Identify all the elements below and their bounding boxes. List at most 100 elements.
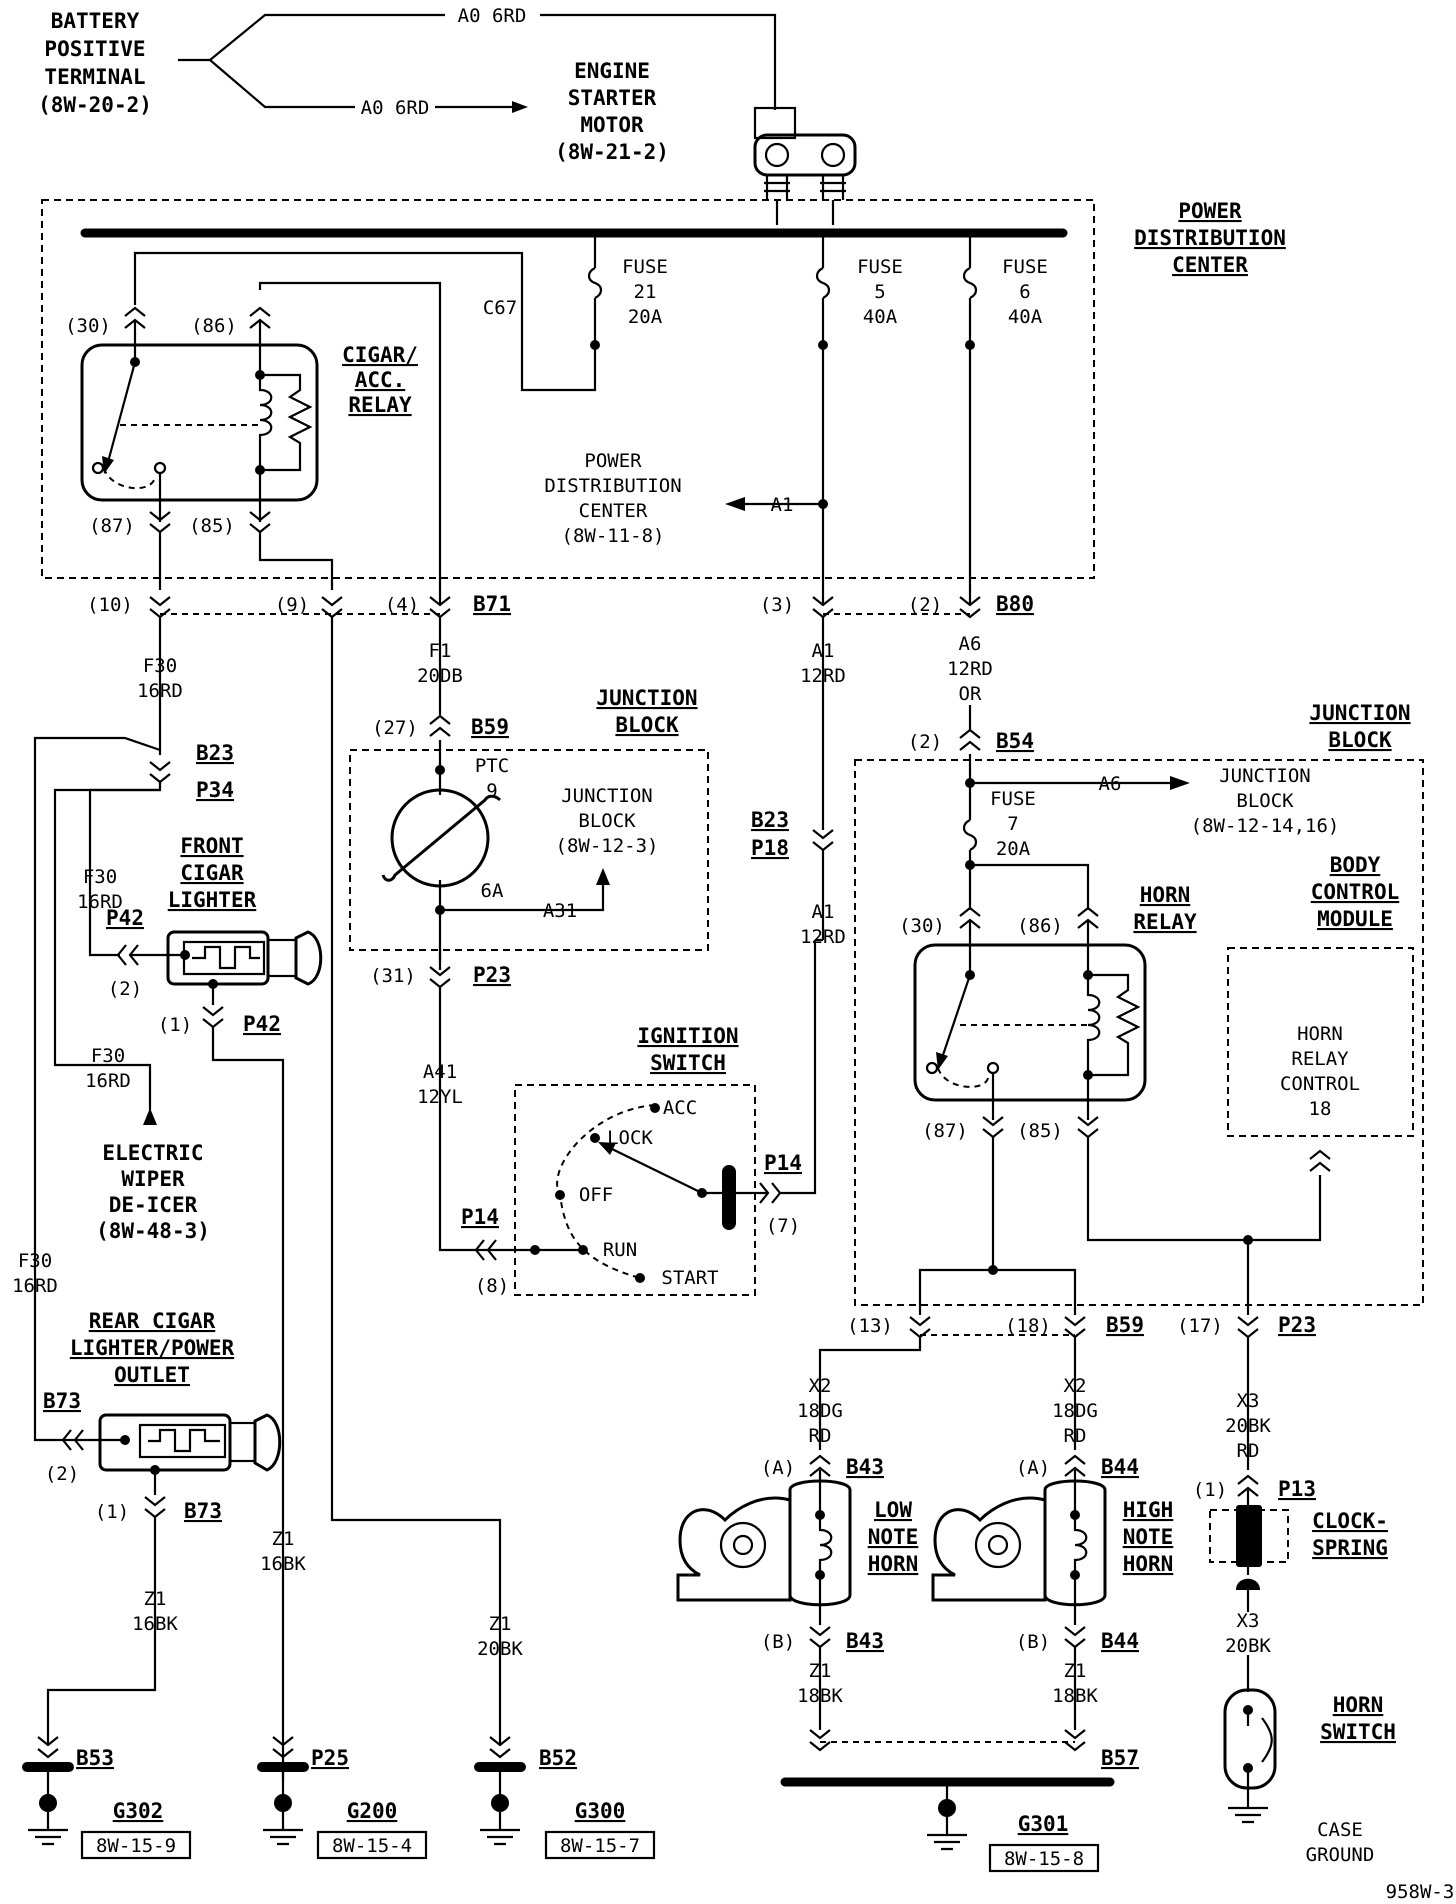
z1-g300-label-2: 20BK (477, 1638, 523, 1660)
pin-2-front: (2) (108, 978, 142, 1000)
horn-pin-30: (30) (899, 915, 945, 937)
horn-relay-label-2: RELAY (1133, 910, 1197, 934)
pin-2-b54: (2) (908, 731, 942, 753)
front-cigar-lighter: FRONT CIGAR LIGHTER P42 (2) (1) P42 (106, 834, 323, 1780)
g301-ref: 8W-15-8 (1004, 1848, 1084, 1870)
arrow-to-starter (512, 101, 528, 113)
a6-jb-label: A6 (1099, 773, 1122, 795)
bcm-inner-4: 18 (1309, 1098, 1332, 1120)
a31-label: A31 (543, 900, 577, 922)
conn-b23-b: B23 (751, 808, 789, 832)
cigar-relay-box (80, 343, 319, 502)
battery-label-4: (8W-20-2) (38, 93, 152, 117)
conn-b80: B80 (996, 592, 1034, 616)
a41-label-1: A41 (423, 1061, 457, 1083)
fuse5-label-2: 5 (874, 281, 885, 303)
fuse7-symbol (962, 818, 978, 852)
x2-low-label-1: X2 (809, 1375, 832, 1397)
horn-feed-wires (818, 1337, 1250, 1470)
f1-label-2: 20DB (417, 665, 463, 687)
pin-31: (31) (370, 965, 416, 987)
ign-start: START (661, 1267, 718, 1289)
z1-rear-label-1: Z1 (144, 1588, 167, 1610)
battery-positive-terminal: BATTERY POSITIVE TERMINAL (8W-20-2) (38, 9, 152, 117)
conn-b71: B71 (473, 592, 511, 616)
z1-g300-label-1: Z1 (489, 1613, 512, 1635)
clockspring-label-1: CLOCK- (1312, 1509, 1388, 1533)
fuse7-label-3: 20A (996, 838, 1031, 860)
pin-2-rear: (2) (45, 1463, 79, 1485)
f30-wiper-label-1: F30 (91, 1045, 125, 1067)
x3b-label-2: 20BK (1225, 1635, 1271, 1657)
f30-rear-label-1: F30 (18, 1250, 52, 1272)
bcm-label-2: CONTROL (1311, 880, 1400, 904)
wiper-label-3: DE-ICER (109, 1193, 198, 1217)
pin-87: (87) (89, 515, 135, 537)
conn-b59-top (428, 714, 452, 738)
x3b-label-1: X3 (1237, 1610, 1260, 1632)
ignition-label-1: IGNITION (637, 1024, 738, 1048)
fuse7-label-2: 7 (1007, 813, 1018, 835)
pin-8: (8) (475, 1275, 509, 1297)
low-horn-label-3: HORN (868, 1552, 919, 1576)
pin-1-p13: (1) (1193, 1479, 1227, 1501)
f30-front-label-2: 16RD (77, 891, 123, 913)
wire-f30-wiper (53, 782, 162, 1110)
low-horn-pin-b: (B) (761, 1631, 795, 1653)
pdc-ref-2: DISTRIBUTION (544, 475, 681, 497)
bcm-boundary (1227, 947, 1414, 1137)
high-horn-label-2: NOTE (1123, 1525, 1174, 1549)
high-horn-label-1: HIGH (1123, 1498, 1174, 1522)
cigar-acc-relay: (30) (86) (87) (85) CIGAR/ ACC. RELAY (65, 281, 442, 605)
jb1-title-2: BLOCK (615, 713, 679, 737)
low-horn-label-2: NOTE (868, 1525, 919, 1549)
fuse6-label-3: 40A (1008, 306, 1043, 328)
junction-block-ref-2: JUNCTION BLOCK (8W-12-14,16) (1191, 765, 1340, 837)
conn-b53: B53 (76, 1746, 114, 1770)
pin-4: (4) (385, 594, 419, 616)
pdc-title-1: POWER (1178, 199, 1242, 223)
conn-b54: B54 (996, 729, 1034, 753)
wiper-label-2: WIPER (121, 1167, 185, 1191)
conn-b44-a: B44 (1101, 1455, 1139, 1479)
ground-g200: P25 G200 8W-15-4 (257, 1735, 428, 1860)
pin-7: (7) (766, 1215, 800, 1237)
rear-lighter-label-1: REAR CIGAR (89, 1309, 216, 1333)
ptc-label: PTC (475, 755, 509, 777)
pin-30: (30) (65, 315, 111, 337)
fuse6-label-1: FUSE (1002, 256, 1048, 278)
connector-b71-b80-row: (10) (9) (4) B71 (3) (2) B80 (87, 592, 1034, 619)
starter-label-4: (8W-21-2) (555, 140, 669, 164)
pin-18: (18) (1005, 1315, 1051, 1337)
f30-rear-label-2: 16RD (12, 1275, 58, 1297)
a1-label-2: 12RD (800, 665, 846, 687)
conn-b73-a: B73 (43, 1389, 81, 1413)
fuse5-label-1: FUSE (857, 256, 903, 278)
g301-label: G301 (1018, 1812, 1069, 1836)
conn-p13: P13 (1278, 1477, 1316, 1501)
conn-b23: B23 (196, 741, 234, 765)
conn-b57: B57 (1101, 1746, 1139, 1770)
high-horn-pin-b: (B) (1016, 1631, 1050, 1653)
x2-low-label-2: 18DG (797, 1400, 843, 1422)
g200-label: G200 (347, 1799, 398, 1823)
case-ground-label-2: GROUND (1306, 1844, 1375, 1866)
wire-relay85-ground (330, 617, 502, 1745)
g302-label: G302 (113, 1799, 164, 1823)
horn-pin-87: (87) (922, 1120, 968, 1142)
pin-86: (86) (191, 315, 237, 337)
wire-a1-ref: A1 (771, 494, 794, 516)
bcm-inner-3: CONTROL (1280, 1073, 1360, 1095)
conn-p42-a: P42 (106, 906, 144, 930)
conn-b59-a: B59 (471, 715, 509, 739)
case-ground-label-1: CASE (1317, 1819, 1363, 1841)
f30-label-1: F30 (143, 655, 177, 677)
pin-1-rear: (1) (95, 1501, 129, 1523)
wire-f30-front (88, 788, 160, 957)
horn-switch: HORN SWITCH CASE GROUND (1223, 1600, 1396, 1866)
jb-ref2-1: JUNCTION (1219, 765, 1311, 787)
wire-a0-top: A0 6RD (458, 5, 527, 27)
jb-ref1-1: JUNCTION (561, 785, 653, 807)
jb-ref1-2: BLOCK (578, 810, 636, 832)
